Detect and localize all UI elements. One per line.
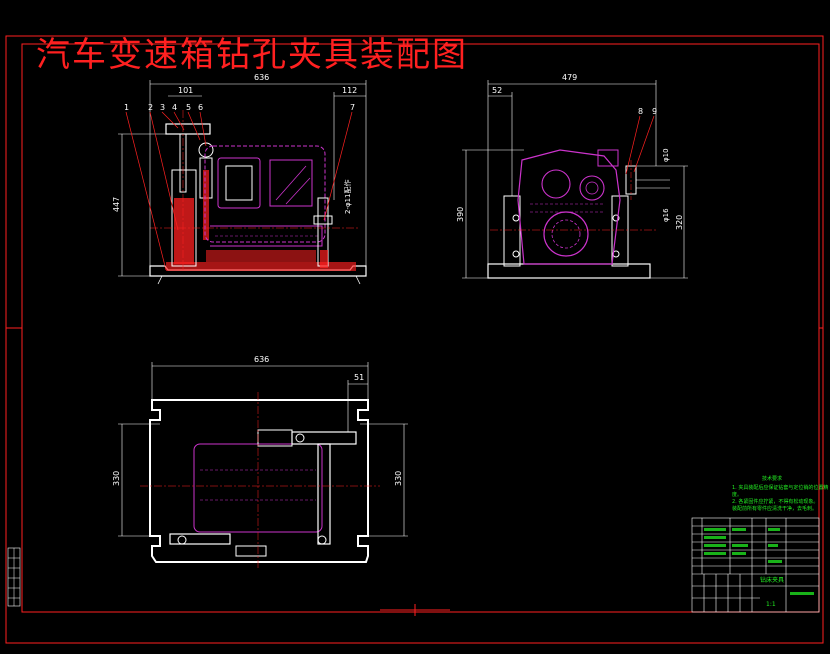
- plan-dimensions: [118, 362, 408, 537]
- front-balloon-4: 4: [172, 103, 177, 112]
- side-bore-large: [543, 211, 589, 257]
- side-balloon-8: 8: [638, 107, 643, 116]
- title-block-scale: 1:1: [766, 601, 776, 608]
- front-dim-height: 447: [112, 197, 121, 212]
- notes-line-3: 装配前所有零件应清洗干净，去毛刺。: [732, 506, 818, 512]
- drawing-title: 汽车变速箱钻孔夹具装配图: [36, 35, 468, 75]
- side-gearbox-casing: [517, 149, 621, 265]
- side-leaders: [625, 115, 655, 175]
- plan-dim-width: 636: [254, 355, 269, 364]
- sheet-inner-border: [21, 43, 820, 613]
- front-view: 636 101 112 447 1 2 3 4 5 6 7 2-φ11配作: [112, 73, 367, 285]
- side-left-plate: [503, 195, 521, 267]
- front-handwheel: [198, 142, 214, 158]
- front-column-section: [174, 198, 194, 264]
- front-balloon-1: 1: [124, 103, 129, 112]
- side-balloon-9: 9: [652, 107, 657, 116]
- side-callout-phi16: φ16: [662, 208, 670, 222]
- side-dimensions: [462, 80, 688, 279]
- notes-title: 技术要求: [761, 476, 782, 482]
- side-register: [7, 547, 21, 607]
- front-balloon-6: 6: [198, 103, 203, 112]
- plan-dim-offset: 51: [354, 373, 364, 382]
- title-block-drawing-name: 钻床夹具: [760, 576, 784, 584]
- side-dim-offset: 52: [492, 86, 502, 95]
- side-dim-width: 479: [562, 73, 577, 82]
- side-dim-height-right: 320: [675, 215, 684, 230]
- front-gearbox-body: [204, 145, 326, 243]
- technical-notes: 技术要求 1. 夹具装配后应保证钻套与定位销的位置精度。 2. 各紧固件应拧紧，…: [732, 476, 830, 513]
- front-hole-callout: 2-φ11配作: [343, 179, 352, 214]
- front-dim-offset-left: 101: [178, 86, 193, 95]
- plan-view: 636 51 330 330: [112, 355, 408, 570]
- notes-line-2: 2. 各紧固件应拧紧，不得有松动现象。: [732, 499, 819, 505]
- plan-dim-height-right: 330: [394, 471, 403, 486]
- front-column: [171, 169, 197, 267]
- side-dim-height-left: 390: [456, 207, 465, 222]
- plan-dim-height-left: 330: [112, 471, 121, 486]
- front-balloon-5: 5: [186, 103, 191, 112]
- side-bore-upper: [541, 169, 571, 199]
- front-drill-plate: [165, 123, 211, 135]
- front-dimensions: [118, 80, 367, 277]
- front-balloon-3: 3: [160, 103, 165, 112]
- notes-line-1: 1. 夹具装配后应保证钻套与定位销的位置精度。: [732, 485, 829, 498]
- title-block-fills: [704, 528, 814, 595]
- side-view: 479 52 390 320 φ10 φ16 8 9: [456, 73, 688, 279]
- front-dim-offset-right: 112: [342, 86, 357, 95]
- title-block: [691, 517, 820, 613]
- front-balloon-7: 7: [350, 103, 355, 112]
- side-callout-phi10: φ10: [662, 148, 670, 162]
- side-right-plate: [611, 195, 629, 267]
- plan-clamp-bottom: [169, 533, 231, 545]
- front-balloon-2: 2: [148, 103, 153, 112]
- front-base-section: [166, 262, 356, 271]
- plan-base-outline: [149, 399, 369, 563]
- front-dim-overall-width: 636: [254, 73, 269, 82]
- front-leaders: [125, 111, 353, 271]
- sheet-outer-border: [5, 35, 824, 644]
